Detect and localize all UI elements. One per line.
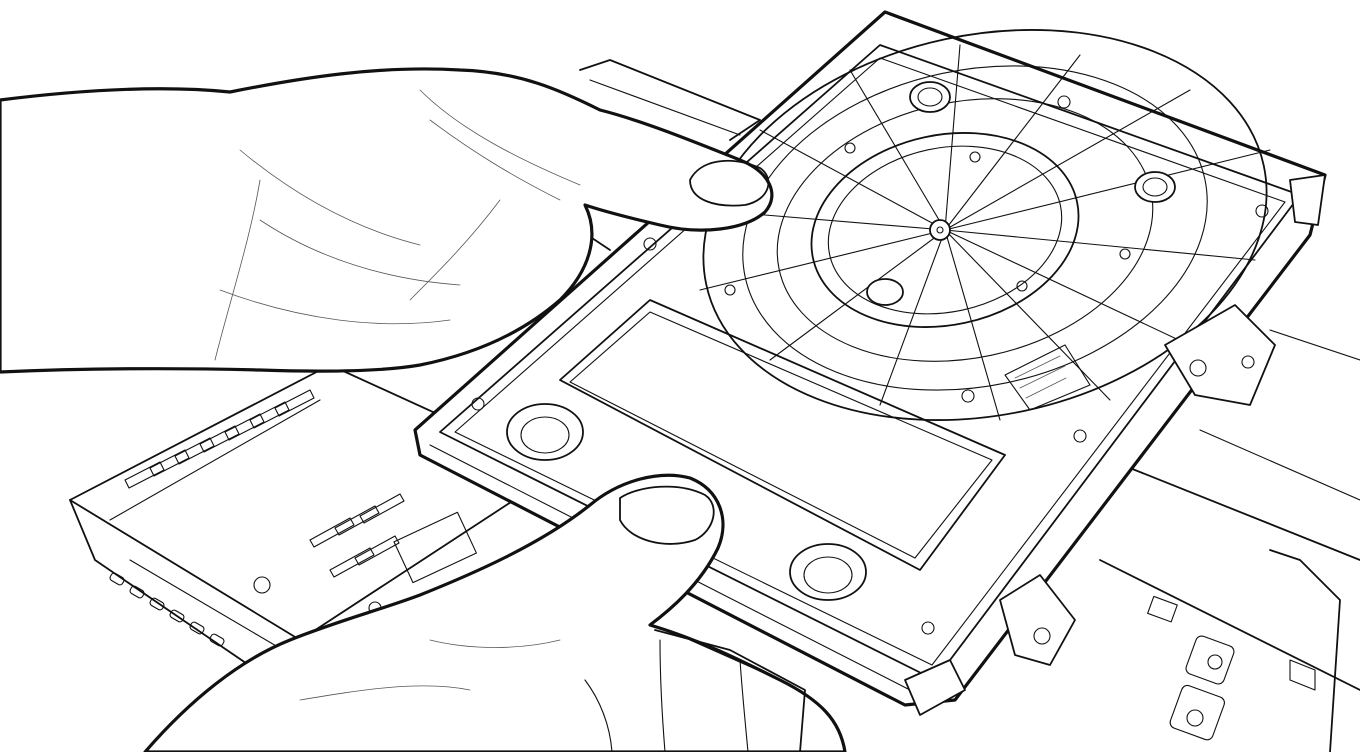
mounting-tabs: [904, 174, 1326, 716]
label-window: [559, 299, 1006, 571]
right-chassis-panel: [1059, 329, 1360, 752]
front-panel-holes: [109, 572, 225, 647]
vent-slots: [124, 389, 405, 578]
label-decal: [1004, 344, 1091, 411]
right-hand: [143, 473, 847, 752]
left-hand: [0, 67, 774, 374]
lower-bracket: [654, 629, 806, 752]
drive-bay-chassis: [69, 364, 561, 701]
screw-bosses: [506, 81, 1176, 601]
small-screws: [471, 95, 1269, 635]
